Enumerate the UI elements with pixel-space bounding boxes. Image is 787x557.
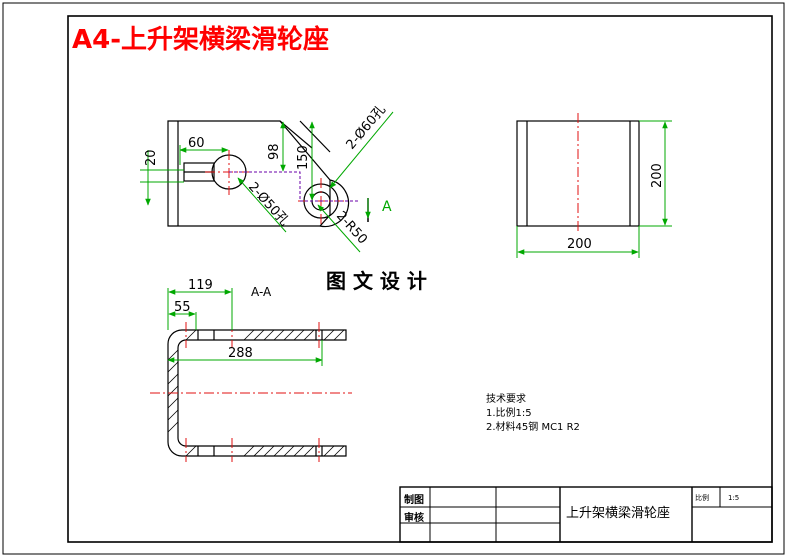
part-name: 上升架横梁滑轮座 bbox=[566, 506, 670, 521]
scale-label: 比例 bbox=[695, 493, 709, 502]
dim-200-vertical: 200 bbox=[650, 163, 665, 188]
scale-value: 1:5 bbox=[728, 494, 739, 502]
section-view-dimensions: 119 55 288 bbox=[167, 278, 323, 366]
technical-notes: 技术要求 1.比例1:5 2.材料45钢 MC1 R2 bbox=[486, 392, 580, 433]
web-hatch bbox=[167, 349, 179, 433]
note-2: 2.材料45钢 MC1 R2 bbox=[486, 420, 580, 433]
dim-200-horizontal: 200 bbox=[567, 237, 592, 252]
checked-by-label: 审核 bbox=[404, 511, 424, 524]
lower-flange-hatch bbox=[185, 445, 345, 457]
dim-2phi60: 2-Ø60孔 bbox=[344, 103, 389, 153]
view-label-a: A bbox=[382, 199, 392, 215]
dim-98: 98 bbox=[267, 143, 282, 160]
dim-288: 288 bbox=[228, 346, 253, 361]
dim-119: 119 bbox=[188, 278, 213, 293]
dim-2phi50: 2-Ø50孔 bbox=[245, 180, 291, 229]
front-view bbox=[167, 120, 360, 228]
dim-55: 55 bbox=[174, 300, 191, 315]
dim-150: 150 bbox=[296, 145, 311, 170]
dim-60: 60 bbox=[188, 136, 205, 151]
dim-20: 20 bbox=[144, 149, 159, 166]
drawn-by-label: 制图 bbox=[404, 493, 424, 506]
watermark: 图 文 设 计 bbox=[326, 269, 427, 293]
drawing-title: A4-上升架横梁滑轮座 bbox=[72, 24, 329, 55]
side-view: 200 200 bbox=[516, 113, 672, 258]
note-1: 1.比例1:5 bbox=[486, 406, 532, 419]
upper-flange-hatch bbox=[185, 329, 345, 341]
notes-heading: 技术要求 bbox=[486, 392, 526, 405]
title-block: 制图 审核 上升架横梁滑轮座 比例 1:5 bbox=[399, 486, 773, 543]
section-label: A-A bbox=[251, 285, 272, 299]
